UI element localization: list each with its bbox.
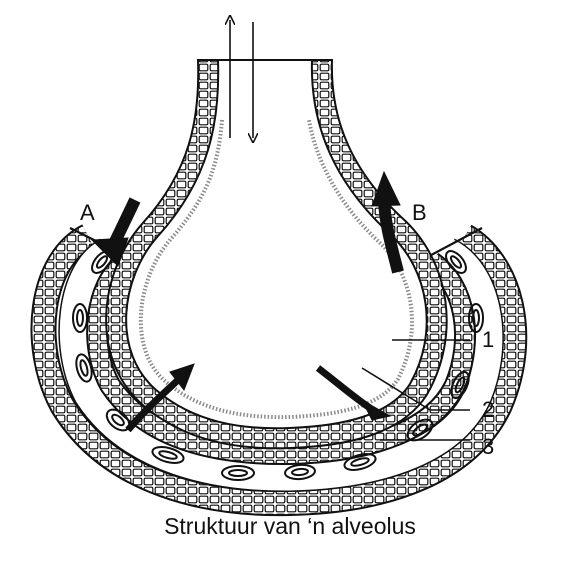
figure-caption: Struktuur van ‘n alveolus [164,513,416,539]
capillary-outer-wall-pattern [32,226,526,515]
leader-lines [361,339,470,441]
surfactant-lining [138,119,414,420]
red-blood-cell [468,303,484,333]
label-2: 2 [482,397,494,422]
label-b: B [412,200,427,225]
red-blood-cell [72,303,88,333]
arrow-b-blood-out [378,199,404,274]
red-blood-cell [343,453,377,471]
red-blood-cell [445,250,467,274]
arrow-a-head [90,237,129,267]
gas-diffusion-arrow-in-head [169,363,195,392]
red-blood-cell [450,370,470,400]
red-blood-cell [151,446,185,464]
gas-diffusion-arrow-out-head [360,398,392,421]
arrow-b-head [371,170,401,207]
label-1: 1 [482,327,494,352]
leader-line-2 [361,367,431,411]
airflow-arrows [230,20,253,138]
blood-flow-arrows [90,170,404,433]
alveolus-wall [107,59,446,448]
gas-diffusion-arrow-in [125,377,181,433]
red-blood-cell [284,463,316,481]
red-blood-cell [75,353,93,383]
red-blood-cell [406,418,434,442]
alveolus-lumen [133,62,420,424]
label-a: A [80,200,95,225]
label-3: 3 [482,434,494,459]
red-blood-cells [72,250,484,481]
red-blood-cell [221,465,255,481]
alveolus [105,59,448,450]
capillary-inner-wall-pattern [88,254,474,464]
